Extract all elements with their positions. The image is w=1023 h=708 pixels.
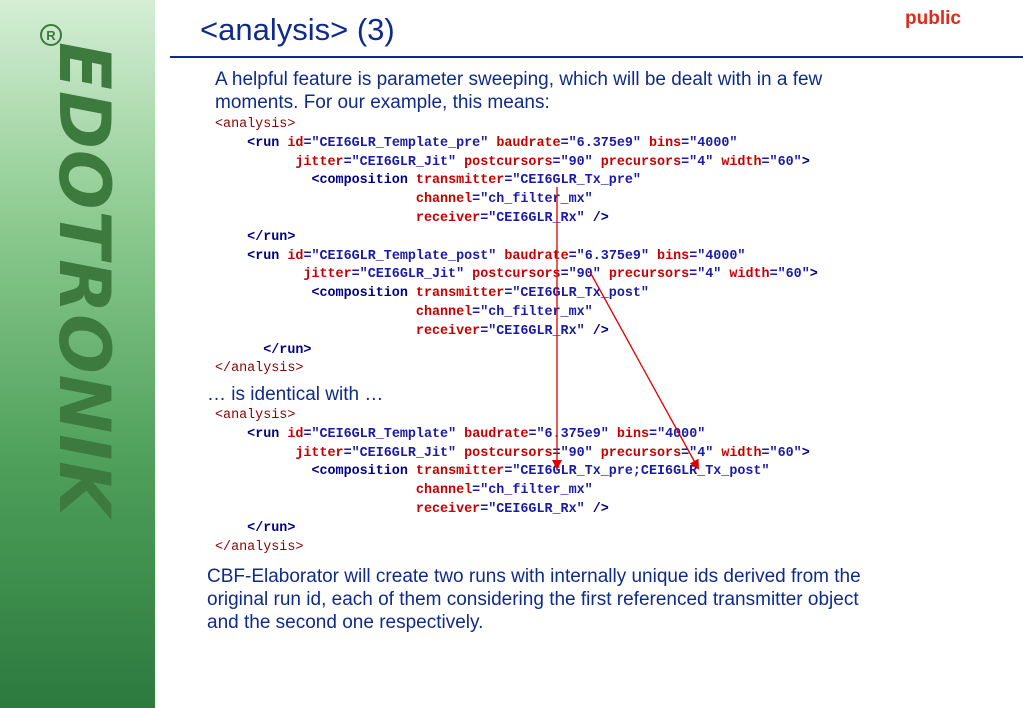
code-block-1: <analysis> <run id="CEI6GLR_Template_pre… — [215, 116, 818, 379]
code-line: jitter="CEI6GLR_Jit" postcursors="90" pr… — [295, 445, 810, 461]
sidebar-logo-panel: EDOTRONIK R — [0, 0, 155, 708]
code-line: jitter="CEI6GLR_Jit" postcursors="90" pr… — [295, 154, 810, 170]
slide-title: <analysis> (3) — [200, 12, 395, 47]
code-line: channel="ch_filter_mx" — [415, 304, 593, 320]
code-line: <run id="CEI6GLR_Template_post" baudrate… — [247, 248, 746, 264]
code-block-2: <analysis> <run id="CEI6GLR_Template" ba… — [215, 407, 810, 557]
identical-text: … is identical with … — [207, 384, 384, 405]
code-line: <composition transmitter="CEI6GLR_Tx_pos… — [311, 286, 649, 302]
code-line: receiver="CEI6GLR_Rx" /> — [415, 210, 609, 226]
code-line: <analysis> — [215, 117, 296, 132]
code-line: <analysis> — [215, 408, 296, 423]
intro-line-2: moments. For our example, this means: — [215, 92, 550, 113]
code-line: receiver="CEI6GLR_Rx" /> — [415, 323, 609, 339]
code-line: <composition transmitter="CEI6GLR_Tx_pre… — [311, 464, 770, 480]
intro-line-1: A helpful feature is parameter sweeping,… — [215, 69, 823, 90]
code-line: </run> — [247, 229, 296, 245]
registered-trademark-mark: R — [40, 24, 62, 46]
code-line: <run id="CEI6GLR_Template_pre" baudrate=… — [247, 135, 738, 151]
conclusion-line-2: original run id, each of them considerin… — [207, 589, 859, 610]
code-line: </analysis> — [215, 361, 304, 377]
code-line: jitter="CEI6GLR_Jit" postcursors="90" pr… — [303, 267, 818, 283]
conclusion-line-1: CBF-Elaborator will create two runs with… — [207, 566, 861, 587]
conclusion-line-3: and the second one respectively. — [207, 612, 484, 633]
code-line: <composition transmitter="CEI6GLR_Tx_pre… — [311, 173, 641, 189]
code-line: </run> — [247, 520, 296, 536]
code-line: channel="ch_filter_mx" — [415, 483, 593, 499]
code-line: </analysis> — [215, 539, 304, 555]
conclusion-text: CBF-Elaborator will create two runs with… — [207, 565, 861, 634]
intro-text: A helpful feature is parameter sweeping,… — [215, 68, 822, 114]
code-line: <run id="CEI6GLR_Template" baudrate="6.3… — [247, 426, 706, 442]
title-rule — [170, 56, 1023, 58]
code-line: </run> — [263, 342, 312, 358]
code-line: channel="ch_filter_mx" — [415, 192, 593, 208]
arrow-post — [589, 271, 699, 470]
code-line: receiver="CEI6GLR_Rx" /> — [415, 501, 609, 517]
classification-label: public — [905, 8, 961, 29]
